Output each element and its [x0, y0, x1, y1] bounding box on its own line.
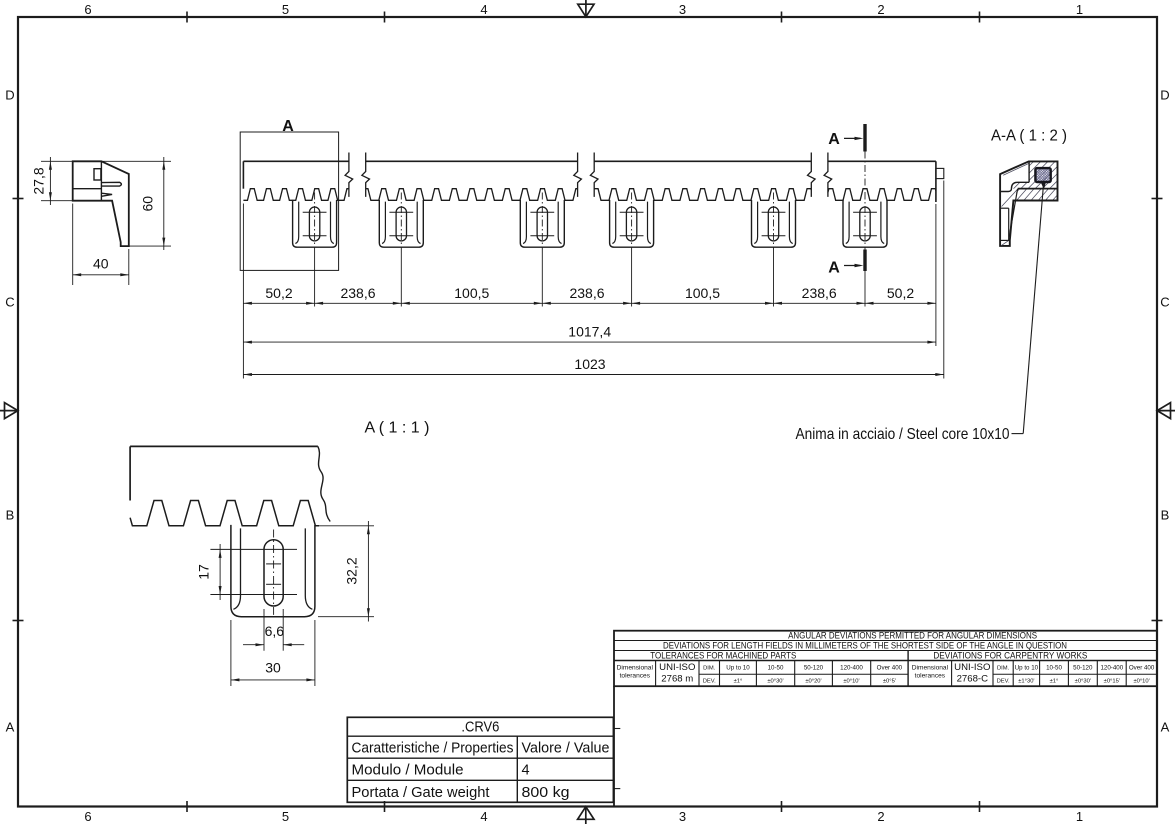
svg-text:2768-C: 2768-C [957, 673, 989, 684]
svg-text:Portata / Gate weight: Portata / Gate weight [352, 785, 490, 801]
svg-text:±0°15': ±0°15' [1104, 679, 1120, 685]
svg-text:DIM.: DIM. [703, 666, 716, 672]
svg-text:D: D [1160, 88, 1169, 103]
svg-text:DEV.: DEV. [997, 679, 1010, 685]
svg-text:40: 40 [93, 256, 109, 272]
svg-text:30: 30 [265, 659, 281, 675]
svg-text:±0°10': ±0°10' [843, 679, 859, 685]
svg-text:800 kg: 800 kg [522, 785, 570, 801]
svg-text:6: 6 [84, 2, 91, 17]
svg-text:Valore / Value: Valore / Value [522, 741, 610, 757]
svg-text:A: A [1161, 720, 1170, 735]
svg-text:C: C [1160, 295, 1169, 310]
svg-text:27,8: 27,8 [31, 167, 47, 194]
svg-text:DEVIATIONS FOR LENGTH FIELDS I: DEVIATIONS FOR LENGTH FIELDS IN MILLIMET… [663, 641, 1067, 651]
svg-text:±1°: ±1° [734, 679, 743, 685]
svg-text:A: A [828, 259, 840, 276]
svg-text:UNI-ISO: UNI-ISO [954, 662, 990, 673]
svg-text:Over 400: Over 400 [1129, 664, 1155, 671]
svg-text:Modulo / Module: Modulo / Module [352, 763, 464, 779]
svg-text:±0°20': ±0°20' [805, 679, 821, 685]
svg-text:A: A [282, 118, 294, 135]
svg-text:120-400: 120-400 [840, 664, 863, 671]
svg-text:Up to 10: Up to 10 [1015, 664, 1039, 671]
svg-text:TOLERANCES FOR MACHINED PARTS: TOLERANCES FOR MACHINED PARTS [650, 651, 796, 661]
svg-text:Up to 10: Up to 10 [726, 664, 750, 671]
svg-text:Dimensional: Dimensional [617, 664, 654, 671]
svg-text:3: 3 [679, 809, 686, 824]
svg-text:tolerances: tolerances [915, 672, 946, 679]
svg-text:A ( 1 : 1 ): A ( 1 : 1 ) [365, 420, 430, 437]
svg-text:DIM.: DIM. [997, 666, 1010, 672]
svg-text:5: 5 [282, 2, 289, 17]
svg-text:±1°30': ±1°30' [1018, 679, 1034, 685]
svg-text:4: 4 [480, 2, 487, 17]
svg-text:1023: 1023 [574, 356, 605, 372]
svg-text:50-120: 50-120 [804, 664, 824, 671]
svg-text:100,5: 100,5 [685, 285, 720, 301]
svg-text:120-400: 120-400 [1100, 664, 1123, 671]
svg-text:A: A [6, 720, 15, 735]
svg-text:2: 2 [877, 809, 884, 824]
svg-text:±0°30': ±0°30' [1075, 679, 1091, 685]
svg-text:10-50: 10-50 [1046, 664, 1062, 671]
svg-text:D: D [5, 88, 14, 103]
svg-text:B: B [1161, 508, 1170, 523]
svg-text:ANGULAR DEVIATIONS PERMITTED F: ANGULAR DEVIATIONS PERMITTED FOR ANGULAR… [788, 631, 1037, 641]
svg-text:17: 17 [196, 564, 212, 580]
svg-text:.CRV6: .CRV6 [461, 718, 499, 735]
svg-text:60: 60 [140, 196, 156, 212]
svg-text:100,5: 100,5 [454, 285, 489, 301]
svg-text:A: A [828, 131, 840, 148]
svg-text:3: 3 [679, 2, 686, 17]
svg-text:±0°30': ±0°30' [767, 679, 783, 685]
svg-text:1: 1 [1076, 2, 1083, 17]
svg-text:238,6: 238,6 [569, 285, 604, 301]
svg-text:±1°: ±1° [1050, 679, 1059, 685]
svg-text:DEVIATIONS FOR CARPENTRY WORKS: DEVIATIONS FOR CARPENTRY WORKS [933, 651, 1087, 661]
svg-text:4: 4 [522, 763, 530, 779]
svg-text:Over 400: Over 400 [877, 664, 903, 671]
svg-text:Caratteristiche / Properties: Caratteristiche / Properties [352, 741, 514, 757]
svg-text:238,6: 238,6 [802, 285, 837, 301]
svg-text:±0°5': ±0°5' [883, 679, 896, 685]
svg-text:±0°10': ±0°10' [1133, 679, 1149, 685]
svg-text:UNI-ISO: UNI-ISO [659, 662, 695, 673]
svg-text:6: 6 [84, 809, 91, 824]
svg-text:B: B [6, 508, 15, 523]
svg-text:tolerances: tolerances [620, 672, 651, 679]
svg-text:50,2: 50,2 [887, 285, 914, 301]
svg-text:10-50: 10-50 [768, 664, 784, 671]
svg-text:Dimensional: Dimensional [912, 664, 949, 671]
svg-text:1: 1 [1076, 809, 1083, 824]
svg-text:50,2: 50,2 [265, 285, 292, 301]
svg-text:238,6: 238,6 [340, 285, 375, 301]
svg-text:DEV.: DEV. [703, 679, 716, 685]
svg-text:4: 4 [480, 809, 487, 824]
svg-text:2768 m: 2768 m [661, 673, 693, 684]
svg-text:5: 5 [282, 809, 289, 824]
svg-text:Anima in acciaio / Steel core: Anima in acciaio / Steel core 10x10 [796, 426, 1010, 443]
svg-text:A-A ( 1 : 2 ): A-A ( 1 : 2 ) [991, 128, 1067, 145]
svg-text:2: 2 [877, 2, 884, 17]
svg-text:1017,4: 1017,4 [568, 324, 611, 340]
svg-text:32,2: 32,2 [344, 557, 360, 584]
svg-text:6,6: 6,6 [265, 623, 285, 639]
svg-text:50-120: 50-120 [1073, 664, 1093, 671]
svg-text:C: C [5, 295, 14, 310]
